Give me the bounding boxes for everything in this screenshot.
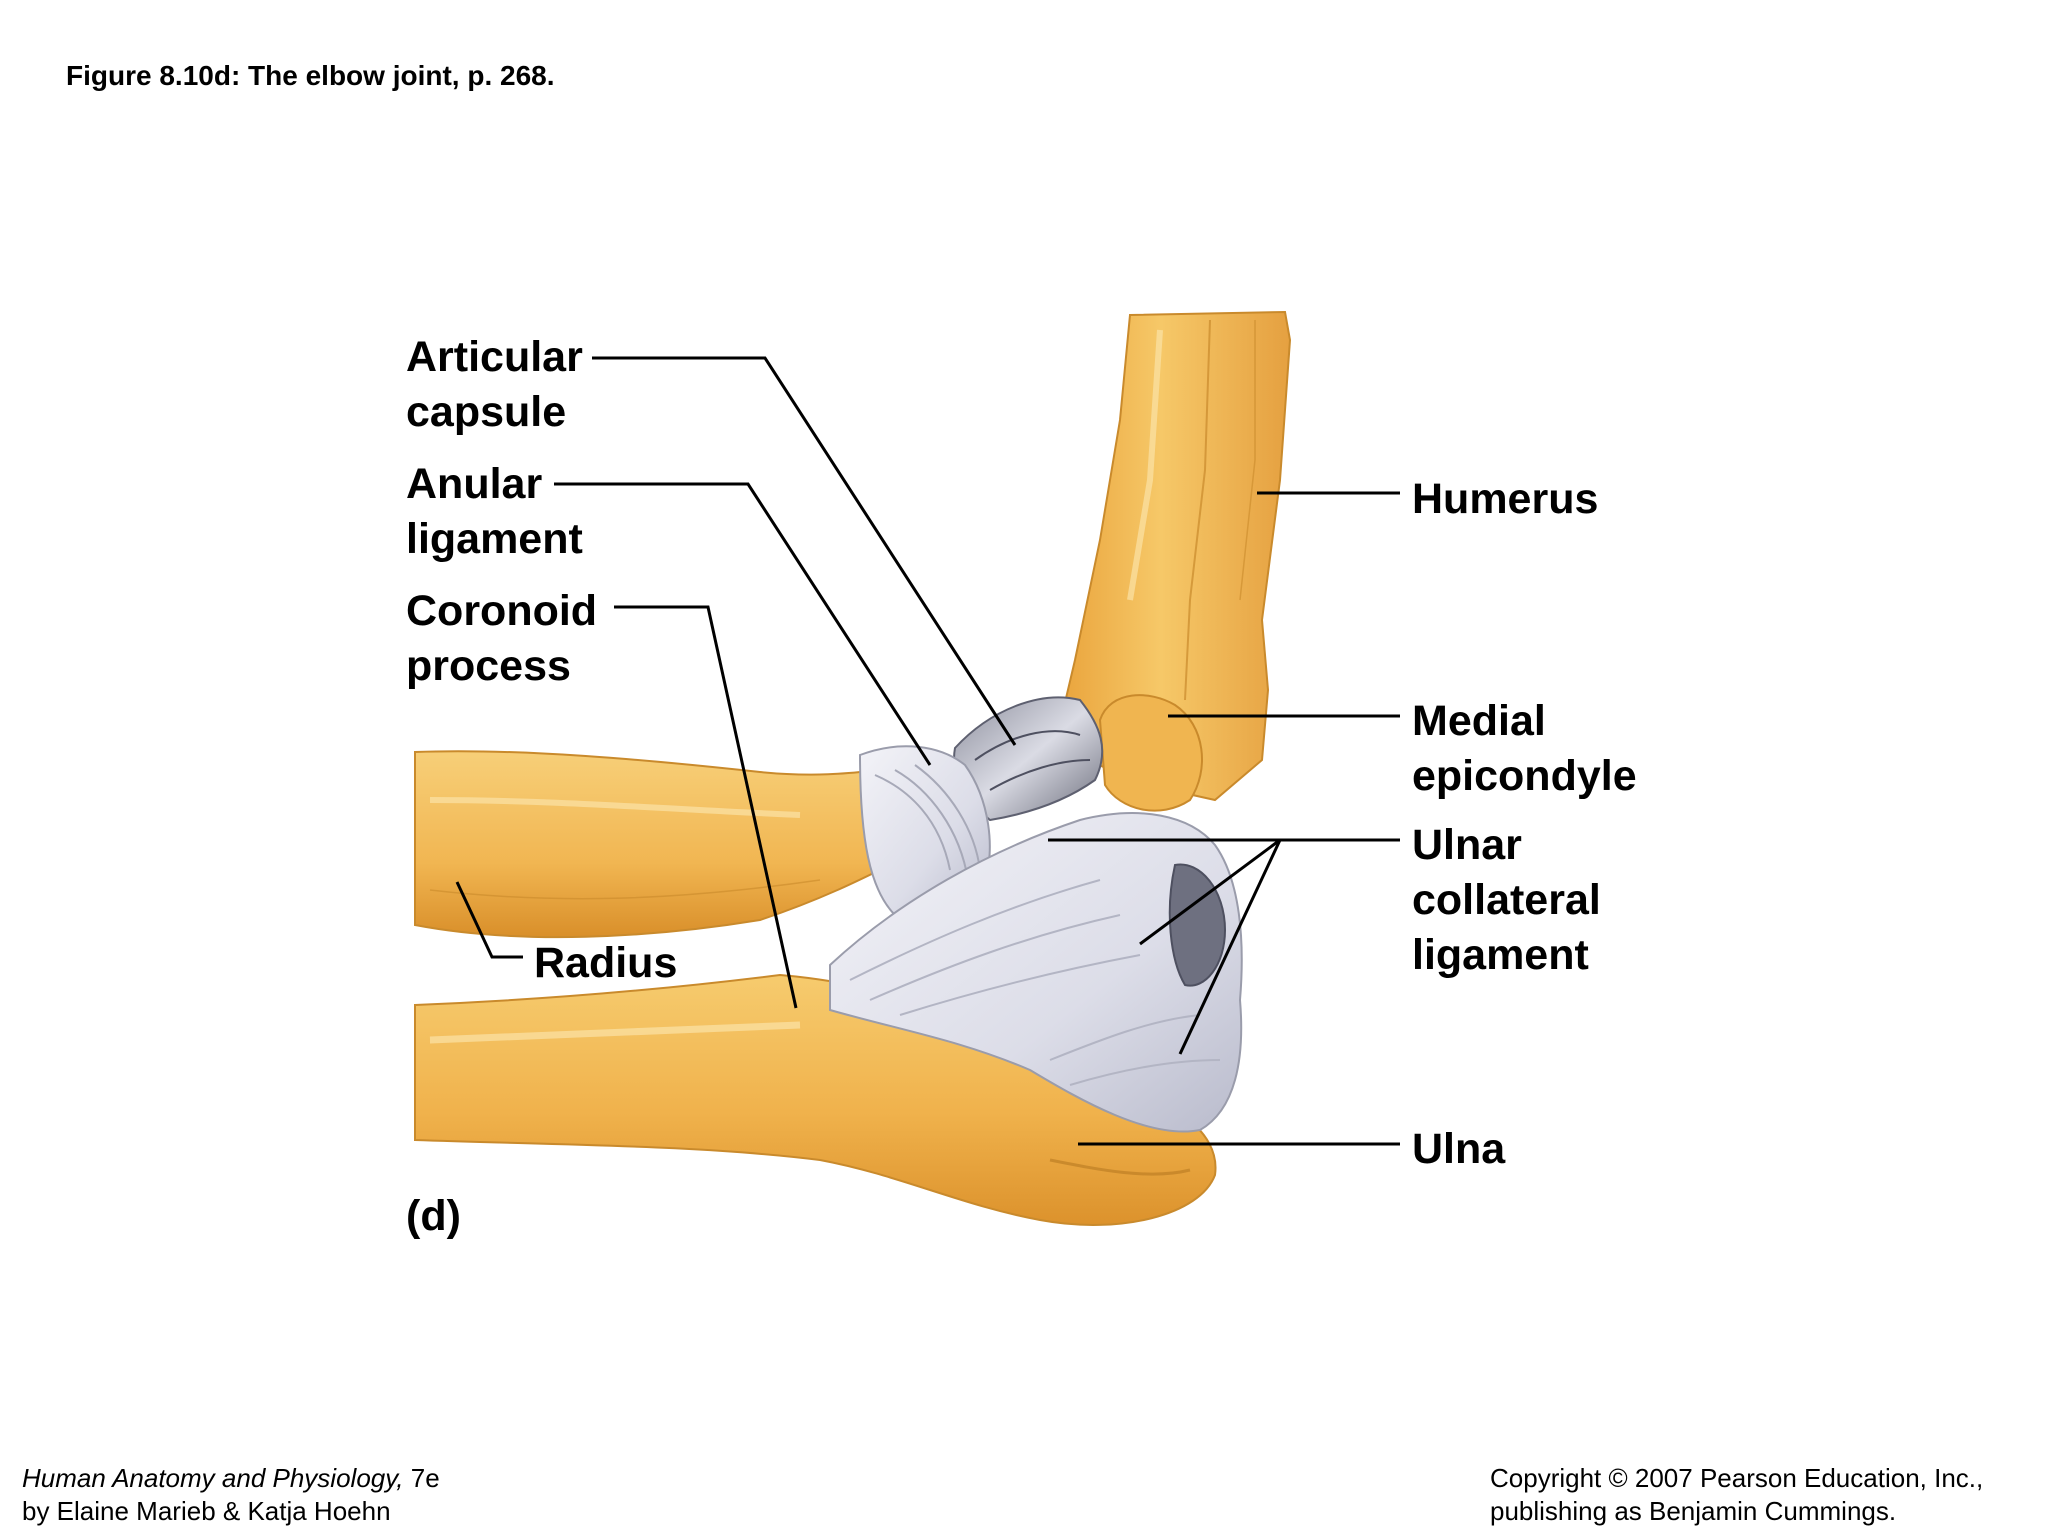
label-articular-capsule: Articular capsule <box>406 330 583 440</box>
label-anular-ligament: Anular ligament <box>406 457 583 567</box>
leader-radius <box>455 881 523 959</box>
label-anular-ligament-line2: ligament <box>406 515 583 563</box>
label-articular-capsule-line2: capsule <box>406 388 567 436</box>
figure-title: Figure 8.10d: The elbow joint, p. 268. <box>66 60 555 91</box>
label-articular-capsule-line1: Articular <box>406 333 583 381</box>
medial-epicondyle-shape <box>1098 694 1203 812</box>
leader-articular-capsule <box>592 356 1017 746</box>
label-ulnar-collateral-line2: collateral <box>1412 876 1601 924</box>
panel-letter: (d) <box>406 1192 461 1240</box>
label-ulna: Ulna <box>1412 1125 1506 1173</box>
footer-copyright-line: Copyright © 2007 Pearson Education, Inc.… <box>1490 1463 1984 1493</box>
ulnar-collateral-ligament-shape <box>829 812 1243 1133</box>
leader-lines <box>455 356 1400 1146</box>
leader-ulnar-collateral-3 <box>1178 839 1282 1055</box>
label-ulnar-collateral-line3: ligament <box>1412 931 1589 979</box>
label-humerus: Humerus <box>1412 475 1599 523</box>
radius-bone <box>414 750 902 939</box>
label-anular-ligament-line1: Anular <box>406 460 543 508</box>
label-ulnar-collateral-ligament: Ulnar collateral ligament <box>1412 818 1601 983</box>
footer-copyright: Copyright © 2007 Pearson Education, Inc.… <box>1490 1462 1983 1528</box>
footer-book-title: Human Anatomy and Physiology, <box>22 1463 404 1493</box>
humerus-bone <box>1053 310 1292 802</box>
leader-ulnar-collateral-2 <box>1139 838 1281 946</box>
label-coronoid-process: Coronoid process <box>406 584 597 694</box>
footer-book-credit: Human Anatomy and Physiology, 7e by Elai… <box>22 1462 440 1528</box>
footer-authors: by Elaine Marieb & Katja Hoehn <box>22 1496 391 1526</box>
label-medial-epicondyle-line1: Medial <box>1412 697 1546 745</box>
footer-book-title-line: Human Anatomy and Physiology, 7e <box>22 1462 440 1495</box>
label-ulnar-collateral-line1: Ulnar <box>1412 821 1522 869</box>
label-medial-epicondyle: Medial epicondyle <box>1412 694 1637 804</box>
footer-edition: 7e <box>403 1463 440 1493</box>
label-coronoid-process-line2: process <box>406 642 571 690</box>
label-medial-epicondyle-line2: epicondyle <box>1412 752 1637 800</box>
label-coronoid-process-line1: Coronoid <box>406 587 598 635</box>
footer-publisher-line: publishing as Benjamin Cummings. <box>1490 1496 1897 1526</box>
leader-anular-ligament <box>554 482 932 766</box>
leader-coronoid-process <box>614 605 798 1009</box>
label-radius: Radius <box>534 939 678 987</box>
